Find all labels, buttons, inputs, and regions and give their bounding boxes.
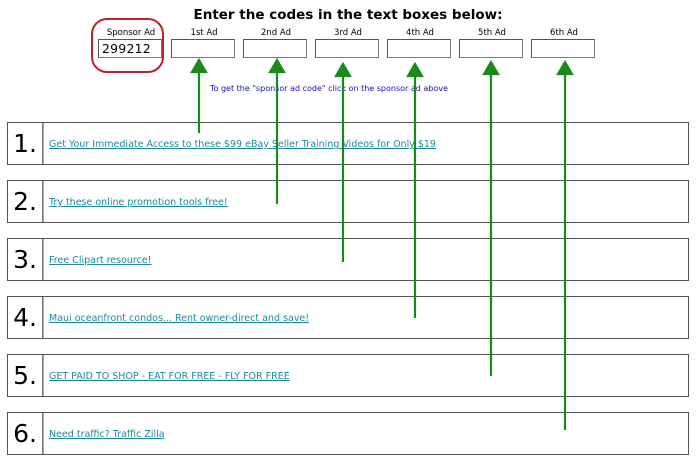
ad-link-1[interactable]: Get Your Immediate Access to these $99 e… [49,139,436,150]
ad-link-6[interactable]: Need traffic? Traffic Zilla [49,429,165,440]
ad-5-label: 5th Ad [478,28,506,38]
ad-number: 1. [8,123,43,164]
ad-row-1: 1. Get Your Immediate Access to these $9… [7,122,689,165]
ad-6-label: 6th Ad [550,28,578,38]
sponsor-ad-code-input[interactable] [98,39,162,58]
ad-number: 3. [8,239,43,280]
ad-number: 4. [8,297,43,338]
ad-row-2: 2. Try these online promotion tools free… [7,180,689,223]
ad-link-2[interactable]: Try these online promotion tools free! [49,197,228,208]
ad-2-label: 2nd Ad [261,28,291,38]
ad-1-label: 1st Ad [190,28,218,38]
instructions-heading: Enter the codes in the text boxes below: [193,7,503,23]
ad-link-5[interactable]: GET PAID TO SHOP - EAT FOR FREE - FLY FO… [49,371,290,382]
ad-number: 2. [8,181,43,222]
ad-4-code-input[interactable] [387,39,451,58]
ad-3-label: 3rd Ad [334,28,362,38]
ad-2-code-input[interactable] [243,39,307,58]
ad-link-3[interactable]: Free Clipart resource! [49,255,152,266]
ad-1-code-input[interactable] [171,39,235,58]
ad-row-5: 5. GET PAID TO SHOP - EAT FOR FREE - FLY… [7,354,689,397]
ad-number: 5. [8,355,43,396]
ad-link-4[interactable]: Maui oceanfront condos... Rent owner-dir… [49,313,310,324]
ad-row-3: 3. Free Clipart resource! [7,238,689,281]
sponsor-ad-label: Sponsor Ad [106,28,156,38]
sponsor-hint-text: To get the "sponsor ad code" click on th… [210,84,448,93]
ad-number: 6. [8,413,43,454]
ad-row-6: 6. Need traffic? Traffic Zilla [7,412,689,455]
ad-row-4: 4. Maui oceanfront condos... Rent owner-… [7,296,689,339]
ad-3-code-input[interactable] [315,39,379,58]
ad-6-code-input[interactable] [531,39,595,58]
ad-4-label: 4th Ad [406,28,434,38]
ad-5-code-input[interactable] [459,39,523,58]
